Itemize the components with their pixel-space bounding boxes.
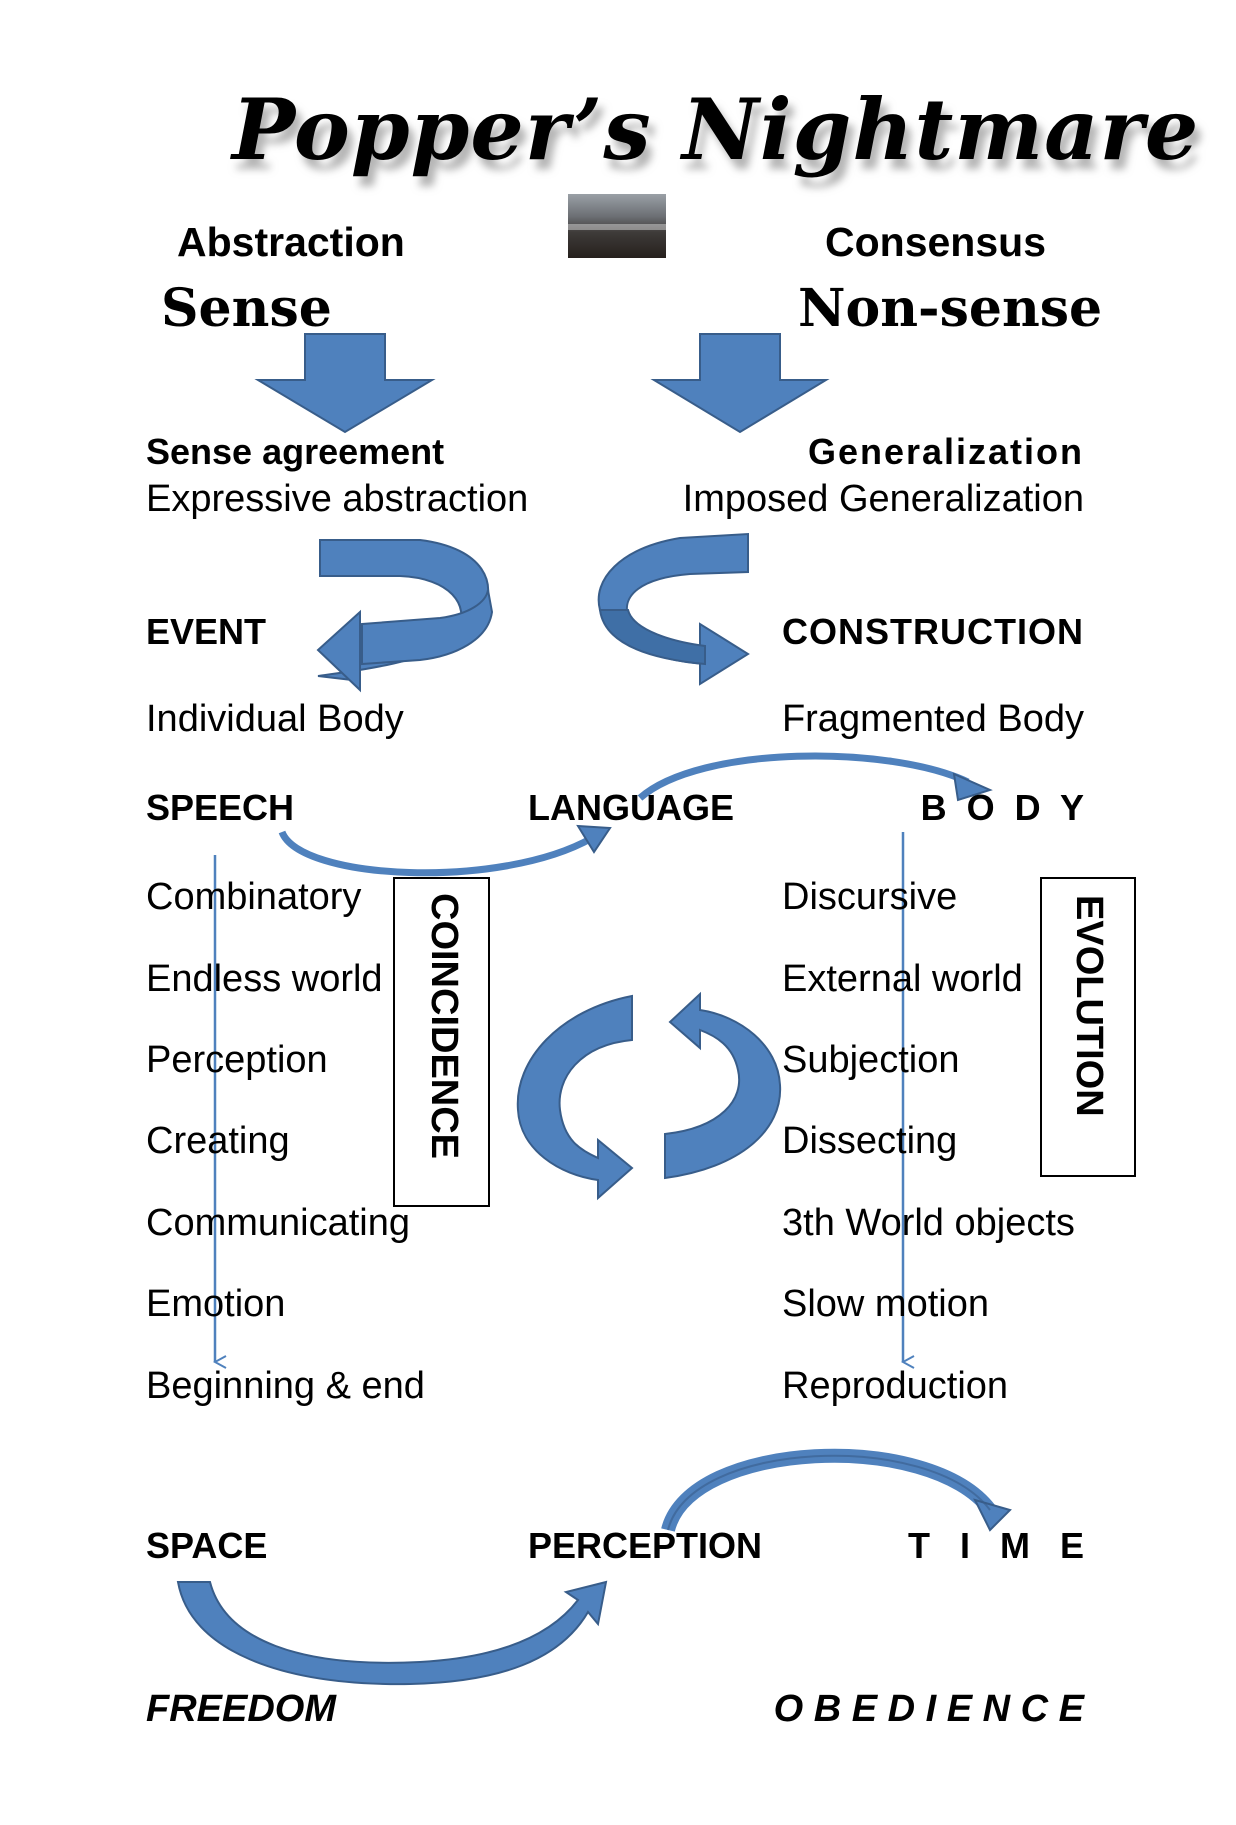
right-item: Slow motion xyxy=(782,1283,989,1325)
left-item: Beginning & end xyxy=(146,1365,425,1407)
down-arrow-left xyxy=(254,333,436,434)
right-stage1-bold: Generalization xyxy=(807,431,1084,472)
right-item: 3th World objects xyxy=(782,1202,1075,1244)
landscape-photo xyxy=(568,194,666,258)
left-stage1-bold: Sense agreement xyxy=(146,431,445,472)
arc-space-to-perception xyxy=(176,1580,608,1686)
level-language: LANGUAGE xyxy=(528,787,734,828)
right-item: External world xyxy=(782,958,1023,1000)
outcome-freedom: FREEDOM xyxy=(146,1688,336,1730)
cycle-arrows xyxy=(516,991,782,1201)
node-event: EVENT xyxy=(146,611,267,652)
left-subheader: Sense xyxy=(161,278,332,339)
left-body-label: Individual Body xyxy=(146,698,404,740)
coincidence-box: COINCIDENCE xyxy=(393,877,490,1207)
evolution-box: EVOLUTION xyxy=(1040,877,1136,1177)
left-item: Perception xyxy=(146,1039,328,1081)
level-speech: SPEECH xyxy=(146,787,295,828)
evolution-label: EVOLUTION xyxy=(1068,895,1110,1117)
arc-perception-to-time xyxy=(661,1448,996,1533)
outcome-obedience: O B E D I E N C E xyxy=(773,1688,1084,1730)
right-item: Discursive xyxy=(782,876,958,918)
right-item: Dissecting xyxy=(782,1120,958,1162)
left-item: Communicating xyxy=(146,1202,410,1244)
right-item: Reproduction xyxy=(782,1365,1009,1407)
node-construction: CONSTRUCTION xyxy=(782,611,1084,652)
left-item: Endless world xyxy=(146,958,383,1000)
coincidence-label: COINCIDENCE xyxy=(423,893,465,1160)
bottom-space: SPACE xyxy=(146,1525,268,1566)
right-item: Subjection xyxy=(782,1039,960,1081)
left-item: Emotion xyxy=(146,1283,286,1325)
left-header: Abstraction xyxy=(177,219,405,265)
left-item: Creating xyxy=(146,1120,290,1162)
right-subheader: Non-sense xyxy=(798,278,1103,339)
level-body: B O D Y xyxy=(920,787,1084,828)
curved-arrow-to-event xyxy=(316,539,494,693)
right-header: Consensus xyxy=(825,219,1046,265)
down-arrow-right xyxy=(650,333,830,434)
right-stage1-text: Imposed Generalization xyxy=(682,478,1084,520)
right-body-label: Fragmented Body xyxy=(781,698,1084,740)
bottom-perception: PERCEPTION xyxy=(528,1525,763,1566)
left-item: Combinatory xyxy=(146,876,362,918)
left-stage1-text: Expressive abstraction xyxy=(146,478,529,520)
arc-speech-to-language xyxy=(278,830,594,877)
bottom-time: T I M E xyxy=(907,1525,1084,1566)
curved-arrow-to-construction xyxy=(597,532,750,686)
arc-language-to-body xyxy=(637,752,970,801)
page-title: Popper’s Nightmare xyxy=(232,80,1200,179)
